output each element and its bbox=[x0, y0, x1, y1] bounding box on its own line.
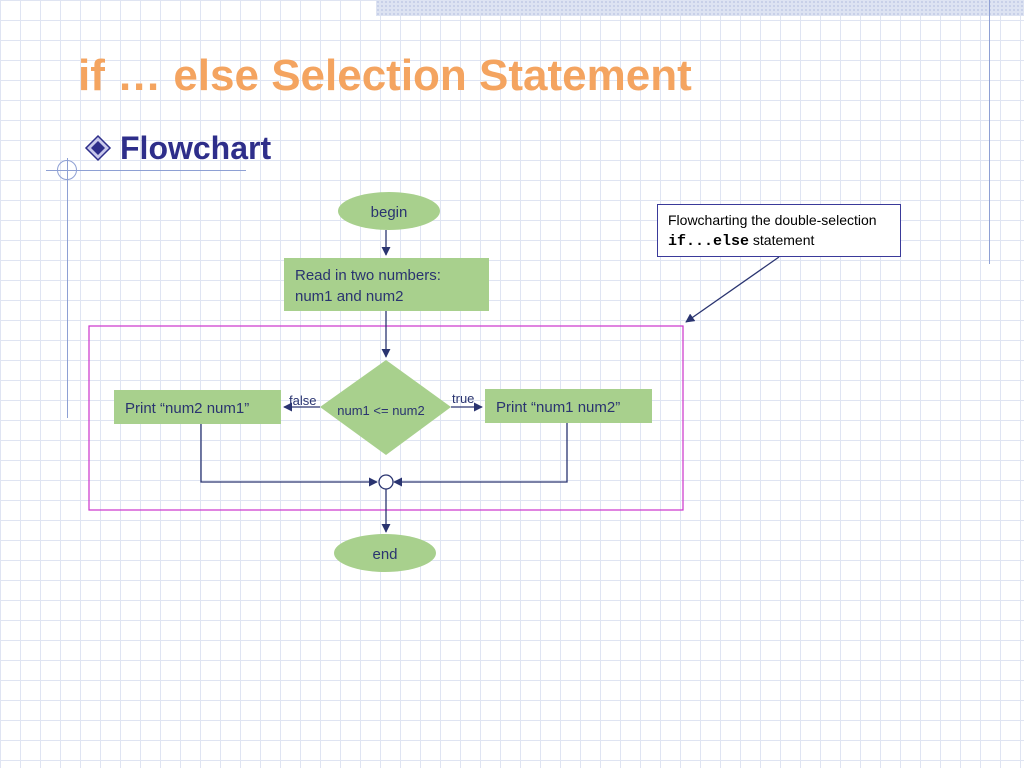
callout-note: Flowcharting the double-selection if...e… bbox=[657, 204, 901, 257]
bullet-text: Flowchart bbox=[120, 130, 272, 166]
end-label: end bbox=[372, 546, 397, 563]
decision-diamond bbox=[320, 360, 451, 455]
decision-label: num1 <= num2 bbox=[337, 403, 424, 418]
decorative-vertical-line-right bbox=[989, 0, 990, 264]
decorative-horizontal-line bbox=[46, 170, 246, 171]
begin-terminal bbox=[338, 192, 440, 230]
begin-label: begin bbox=[371, 204, 408, 221]
callout-pointer bbox=[685, 256, 780, 323]
callout-code: if...else bbox=[668, 233, 750, 250]
decorative-vertical-line-left bbox=[67, 158, 68, 418]
print-false-label: Print “num2 num1” bbox=[125, 400, 249, 417]
read-label-line2: num1 and num2 bbox=[295, 288, 403, 305]
print-true-label: Print “num1 num2” bbox=[496, 399, 620, 416]
decorative-circle bbox=[57, 160, 77, 180]
top-decorative-band bbox=[376, 0, 1024, 16]
connector-true-to-merge bbox=[393, 423, 568, 487]
end-terminal bbox=[334, 534, 436, 572]
callout-text-before: Flowcharting the double-selection bbox=[668, 212, 877, 228]
true-label: true bbox=[452, 391, 474, 406]
bullet-item: Flowchart bbox=[84, 128, 271, 168]
slide-title: if … else Selection Statement bbox=[78, 51, 692, 100]
false-label: false bbox=[289, 393, 316, 408]
connector-false-to-merge bbox=[200, 424, 378, 487]
callout-text-after: statement bbox=[749, 232, 815, 248]
read-label-line1: Read in two numbers: bbox=[295, 267, 441, 284]
read-input-process bbox=[284, 258, 489, 311]
diamond-bullet-icon bbox=[84, 134, 112, 162]
print-true-process bbox=[485, 389, 652, 423]
merge-connector bbox=[378, 474, 394, 490]
print-false-process bbox=[114, 390, 281, 424]
